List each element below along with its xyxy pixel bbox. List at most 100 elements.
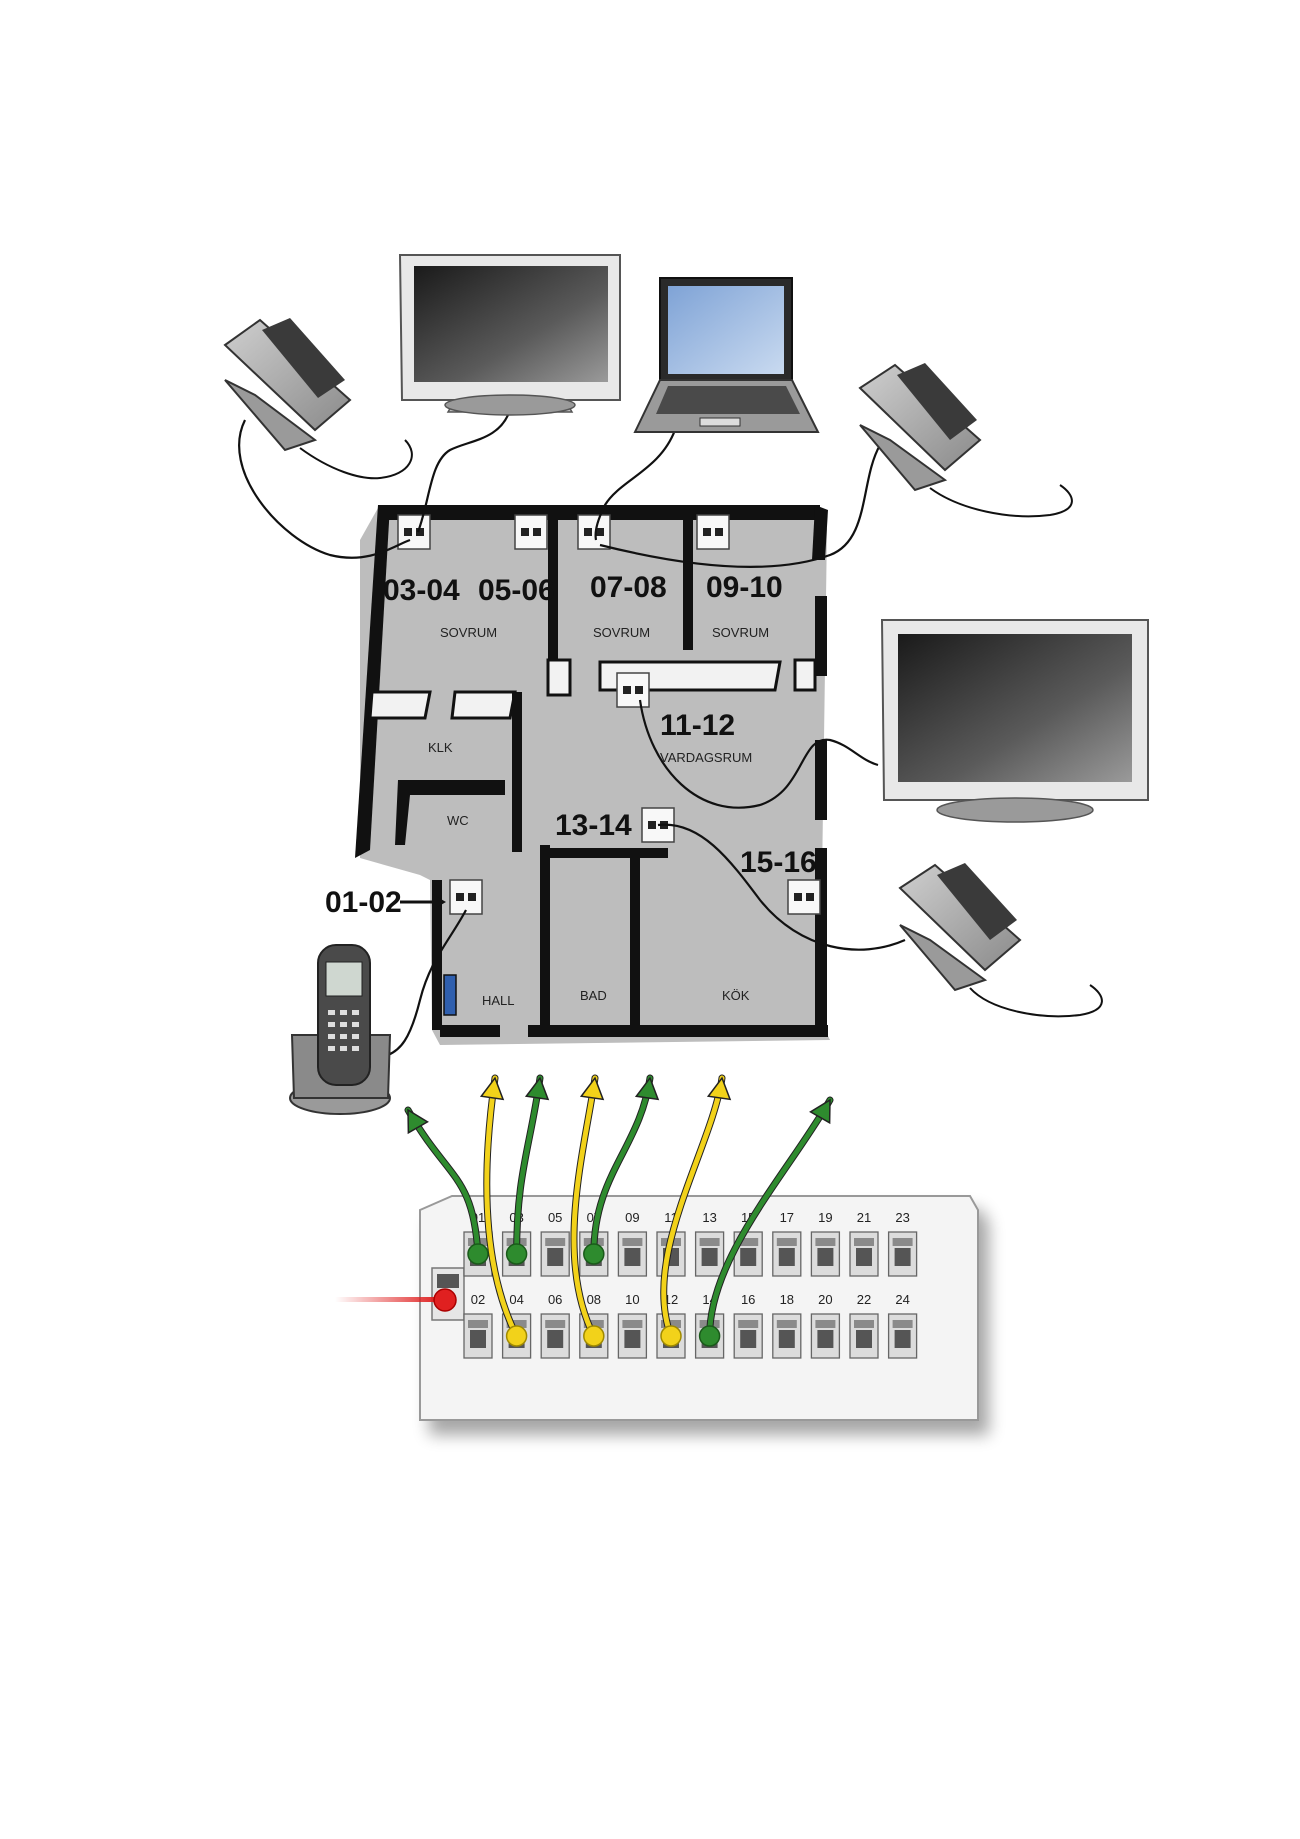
port-label-02: 02 [471,1292,485,1307]
wall-left-outer [355,505,390,858]
port-06[interactable] [540,1313,570,1359]
port-16[interactable] [733,1313,763,1359]
port-09[interactable] [617,1231,648,1277]
room-label-sovrum2: SOVRUM [593,625,650,640]
port-label-22: 22 [857,1292,871,1307]
room-label-sovrum1: SOVRUM [440,625,497,640]
port-label-08: 08 [587,1292,601,1307]
cable-tv-bedroom [416,409,512,533]
arrow-port-08 [570,1074,605,1340]
outlet-labels: 03-04 05-06 07-08 09-10 11-12 13-14 15-1… [325,571,817,919]
desk-phone-icon [898,863,1103,1018]
port-label-19: 19 [818,1210,832,1225]
wall-bad-right [630,848,640,1028]
room-label-wc: WC [447,813,469,828]
room-label-klk: KLK [428,740,453,755]
tv-icon [398,254,621,416]
port-02[interactable] [463,1313,493,1359]
port-label-13: 13 [702,1210,716,1225]
arrow-port-03 [513,1074,550,1258]
outlet-0708[interactable] [577,514,611,550]
desk-phone-icon [858,363,1073,518]
room-label-kok: KÖK [722,988,750,1003]
arrow-port-12 [660,1074,732,1340]
port-17[interactable] [772,1231,802,1277]
arrow-port-01 [404,1106,482,1258]
dot-port-04 [505,1325,528,1347]
port-13[interactable] [694,1231,725,1277]
tv-icon [880,619,1149,823]
port-10[interactable] [617,1313,648,1359]
wall-top-b [555,505,690,520]
outlet-0304[interactable] [397,514,431,550]
laptop-icon [633,277,820,433]
outlet-0102[interactable] [449,879,483,915]
outlet-1112[interactable] [616,672,650,708]
port-24[interactable] [887,1313,918,1359]
port-22[interactable] [849,1313,879,1359]
port-label-04: 04 [509,1292,523,1307]
wall-bad-top [548,848,668,858]
room-label-sovrum3: SOVRUM [712,625,769,640]
arrow-0102 [400,894,446,910]
port-label-17: 17 [780,1210,794,1225]
port-label-09: 09 [625,1210,639,1225]
arrow-port-14 [706,1096,834,1340]
dot-port-07 [583,1243,605,1265]
cables [238,409,906,1057]
outlet-1516[interactable] [787,879,821,915]
port-19[interactable] [810,1231,841,1277]
wall-sovrum1-right [548,520,558,670]
port-20[interactable] [810,1313,841,1359]
room-label-hall: HALL [482,993,515,1008]
wall-right-seg2 [815,740,827,820]
room-label-bad: BAD [580,988,607,1003]
port-21[interactable] [849,1231,879,1277]
room-label-vardagsrum: VARDAGSRUM [660,750,752,765]
dot-port-12 [660,1325,682,1347]
outlet-label-0910: 09-10 [706,571,783,604]
port-label-21: 21 [857,1210,871,1225]
dot-port-03 [505,1243,528,1265]
wall-hall-left [432,880,442,1030]
port-23[interactable] [887,1231,918,1277]
outlet-0506[interactable] [514,514,548,550]
wall-hall-right [540,845,550,1025]
wall-klk-top2 [450,690,517,720]
cordless-phone-icon [289,944,392,1115]
cable-phone-right [599,444,881,568]
outlet-label-0304: 03-04 [383,574,460,607]
outlet-label-1516: 15-16 [740,846,817,879]
wall-right-seg1 [815,596,827,676]
cable-phone-kitchen [657,823,906,951]
wall-klk-right [512,692,522,852]
wall-klk-top [368,690,432,720]
port-label-16: 16 [741,1292,755,1307]
wall-sovrum1-bottom [546,658,572,697]
arrow-port-07 [590,1074,660,1258]
uplink-dot [433,1288,457,1312]
wall-outlets [397,514,821,915]
wall-right-seg3 [815,848,827,1028]
dot-port-14 [698,1325,721,1347]
outlet-0910[interactable] [696,514,730,550]
wall-bottom [528,1025,828,1037]
port-label-10: 10 [625,1292,639,1307]
wall-sovrum2-right [683,520,693,650]
arrow-port-04 [479,1074,521,1340]
cable-tv-living [638,699,879,809]
cable-phone-left [238,419,411,559]
outlet-label-0506: 05-06 [478,574,555,607]
cable-dect [387,909,467,1057]
outlet-label-0102: 01-02 [325,886,402,919]
outlet-label-1314: 13-14 [555,809,632,842]
wall-right-outer [812,505,828,560]
wall-right-stub [793,658,817,692]
port-18[interactable] [772,1313,802,1359]
outlet-label-1112: 11-12 [660,709,735,742]
desk-phone-icon [223,318,413,480]
port-05[interactable] [540,1231,570,1277]
connection-dots [467,1243,721,1347]
outlet-label-0708: 07-08 [590,571,667,604]
